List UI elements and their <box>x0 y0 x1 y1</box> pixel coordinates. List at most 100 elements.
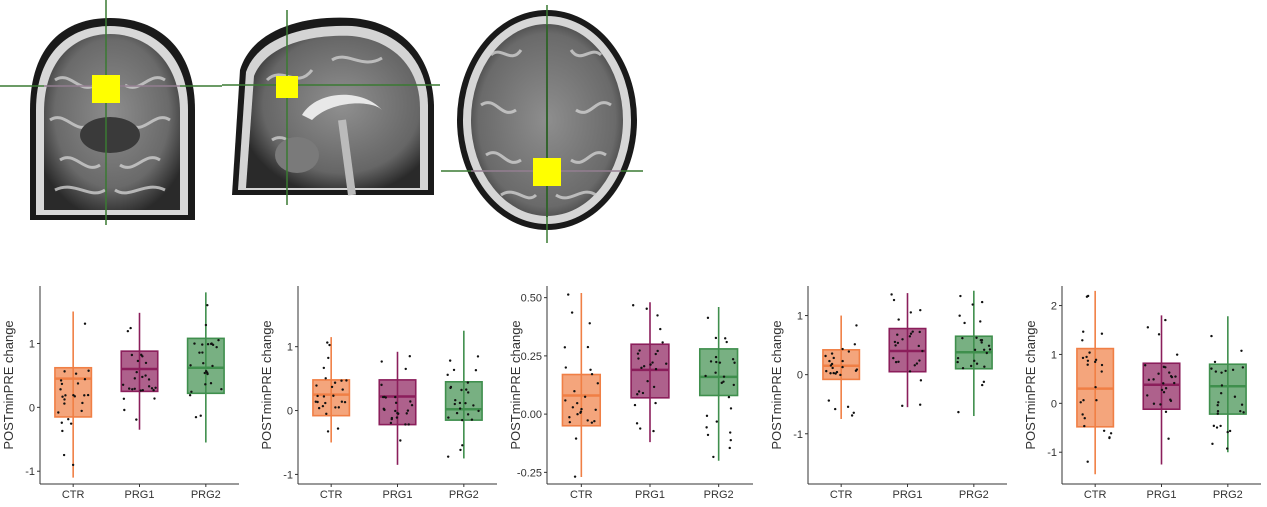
data-point <box>144 374 147 377</box>
data-point <box>1224 369 1227 373</box>
data-point <box>206 303 209 307</box>
data-point <box>139 389 142 392</box>
x-tick-label: CTR <box>570 489 593 501</box>
data-point <box>61 395 64 398</box>
data-point <box>918 403 922 406</box>
data-point <box>1162 391 1166 394</box>
data-point <box>394 409 397 413</box>
data-point <box>333 381 337 384</box>
data-point <box>1228 429 1232 433</box>
data-point <box>404 367 407 371</box>
data-point <box>316 394 319 398</box>
x-tick-label: PRG1 <box>125 489 155 501</box>
data-point <box>1216 410 1220 413</box>
data-point <box>343 400 347 404</box>
data-point <box>330 385 334 389</box>
data-point <box>635 422 639 425</box>
data-point <box>316 400 319 404</box>
data-point <box>408 355 411 358</box>
data-point <box>1242 411 1245 414</box>
data-point <box>983 365 986 368</box>
data-point <box>712 455 715 459</box>
data-point <box>446 373 449 377</box>
y-tick-label: 1 <box>1051 349 1057 361</box>
data-point <box>917 344 920 348</box>
data-point <box>1169 399 1173 403</box>
data-point <box>706 316 710 320</box>
data-point <box>62 453 66 457</box>
data-point <box>1162 382 1165 385</box>
data-point <box>1081 339 1084 342</box>
data-point <box>564 399 567 402</box>
data-point <box>563 346 567 349</box>
data-point <box>921 349 924 353</box>
data-point <box>465 388 468 391</box>
data-point <box>135 418 138 421</box>
data-point <box>1157 372 1160 375</box>
data-point <box>1219 392 1223 395</box>
data-point <box>448 359 452 362</box>
data-point <box>568 416 571 419</box>
data-point <box>641 391 645 395</box>
data-point <box>656 349 659 353</box>
data-point <box>715 420 718 423</box>
data-point <box>714 371 717 374</box>
y-axis-label: POSTminPRE change <box>769 320 784 449</box>
data-point <box>466 413 470 416</box>
data-point <box>211 343 215 347</box>
data-point <box>1088 351 1091 354</box>
data-point <box>453 402 456 406</box>
data-point <box>853 343 857 346</box>
data-point <box>452 368 456 372</box>
data-point <box>1175 353 1179 356</box>
data-point <box>1212 424 1216 428</box>
data-point <box>919 379 923 382</box>
data-point <box>193 342 196 345</box>
data-point <box>987 344 991 347</box>
data-point <box>590 372 594 376</box>
data-point <box>1082 399 1085 402</box>
data-point <box>63 398 66 401</box>
data-point <box>1210 334 1213 338</box>
data-point <box>390 416 394 420</box>
data-point <box>198 351 201 354</box>
data-point <box>570 311 574 314</box>
x-tick-label: PRG1 <box>893 489 923 501</box>
data-point <box>194 415 198 419</box>
data-point <box>892 298 896 302</box>
data-point <box>199 414 202 417</box>
data-point <box>394 395 397 399</box>
data-point <box>1081 413 1084 416</box>
data-point <box>824 354 827 358</box>
data-point <box>975 336 978 339</box>
data-point <box>81 401 84 405</box>
data-point <box>961 336 964 340</box>
data-point <box>982 348 986 352</box>
data-point <box>651 361 654 364</box>
x-tick-label: PRG2 <box>191 489 221 501</box>
data-point <box>83 322 87 325</box>
data-point <box>1217 401 1220 404</box>
data-point <box>579 410 583 413</box>
data-point <box>897 360 900 363</box>
data-point <box>147 385 151 388</box>
data-point <box>63 402 66 405</box>
data-point <box>322 366 326 370</box>
data-point <box>564 366 568 369</box>
data-point <box>956 360 959 364</box>
data-point <box>1086 359 1090 362</box>
data-point <box>593 419 596 423</box>
y-tick-label: 0 <box>29 402 35 414</box>
data-point <box>1081 356 1085 360</box>
data-point <box>1240 349 1243 353</box>
data-point <box>141 355 144 358</box>
data-point <box>122 397 126 400</box>
data-point <box>909 311 913 314</box>
data-point <box>913 364 916 367</box>
data-point <box>588 322 591 325</box>
data-point <box>466 381 470 384</box>
data-point <box>458 407 462 410</box>
data-point <box>1170 375 1174 379</box>
